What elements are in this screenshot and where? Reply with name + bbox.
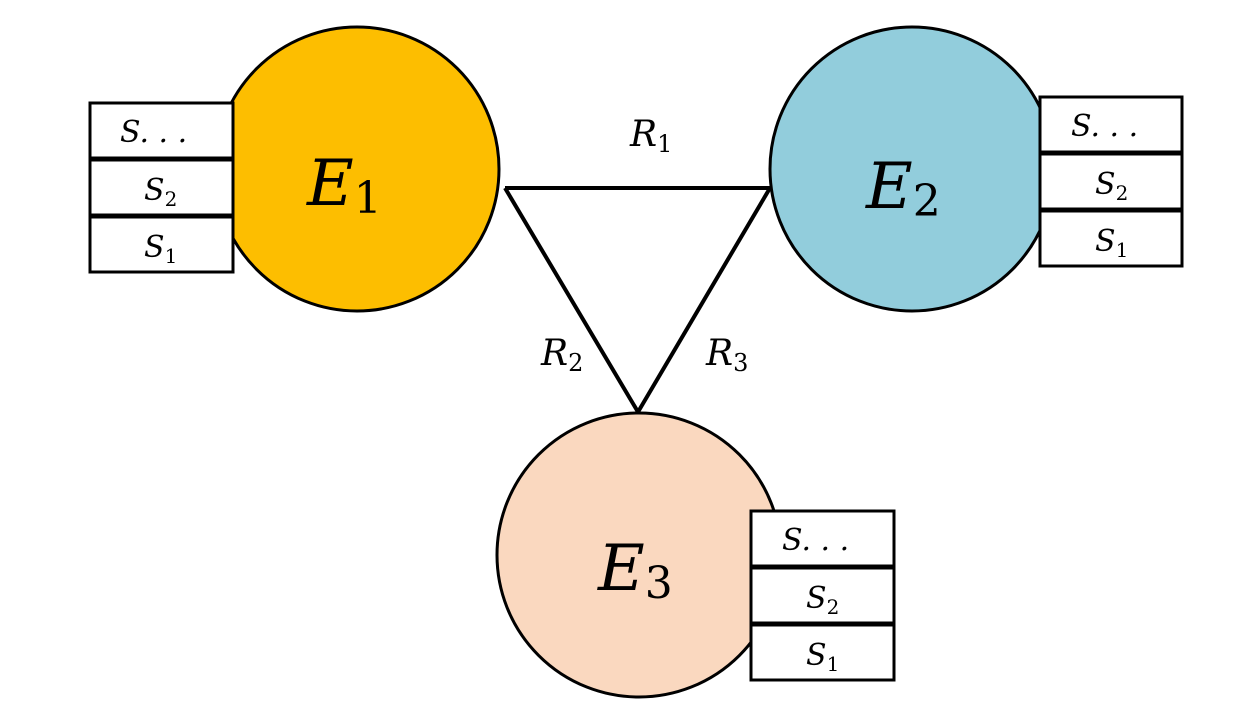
entity-e3-label: E3 xyxy=(597,532,673,609)
state-box-e2-dots xyxy=(1038,95,1184,154)
relation-edge-r3 xyxy=(636,186,772,414)
state-label-e1-s2: S2 xyxy=(144,173,177,211)
state-stack-e2: S. . . S2 S1 xyxy=(1038,95,1184,268)
state-stack-e1: S. . . S2 S1 xyxy=(88,101,235,274)
state-box-e2-s2 xyxy=(1038,152,1184,211)
state-box-e2-s1 xyxy=(1038,209,1184,268)
state-label-e3-s2: S2 xyxy=(806,581,839,619)
state-box-e1-s1 xyxy=(88,215,235,274)
state-label-e3-s1: S1 xyxy=(806,638,839,676)
entity-e1-circle xyxy=(213,25,501,313)
state-stack-e3: S. . . S2 S1 xyxy=(749,509,896,682)
entity-e2: E2 xyxy=(768,25,1056,313)
state-box-e3-s2 xyxy=(749,566,896,625)
state-box-e3-s1 xyxy=(749,623,896,682)
state-label-e1-s1: S1 xyxy=(144,230,177,268)
entity-e1: E1 xyxy=(213,25,501,313)
entity-e3: E3 xyxy=(495,411,783,699)
state-label-e2-s2: S2 xyxy=(1095,167,1128,205)
state-label-e2-dots: S. . . xyxy=(1071,109,1138,144)
state-box-e1-s2 xyxy=(88,158,235,217)
relation-label-r2: R2 xyxy=(540,333,583,377)
state-box-e1-dots xyxy=(88,101,235,160)
state-label-e1-dots: S. . . xyxy=(120,115,187,150)
relation-label-r1: R1 xyxy=(629,114,672,158)
state-box-e3-dots xyxy=(749,509,896,568)
entity-e2-label: E2 xyxy=(865,150,941,227)
relation-label-r3: R3 xyxy=(705,333,748,377)
relation-edge-r2 xyxy=(503,186,640,414)
state-label-e2-s1: S1 xyxy=(1095,224,1128,262)
entity-e1-label: E1 xyxy=(306,147,382,224)
state-label-e3-dots: S. . . xyxy=(782,523,849,558)
